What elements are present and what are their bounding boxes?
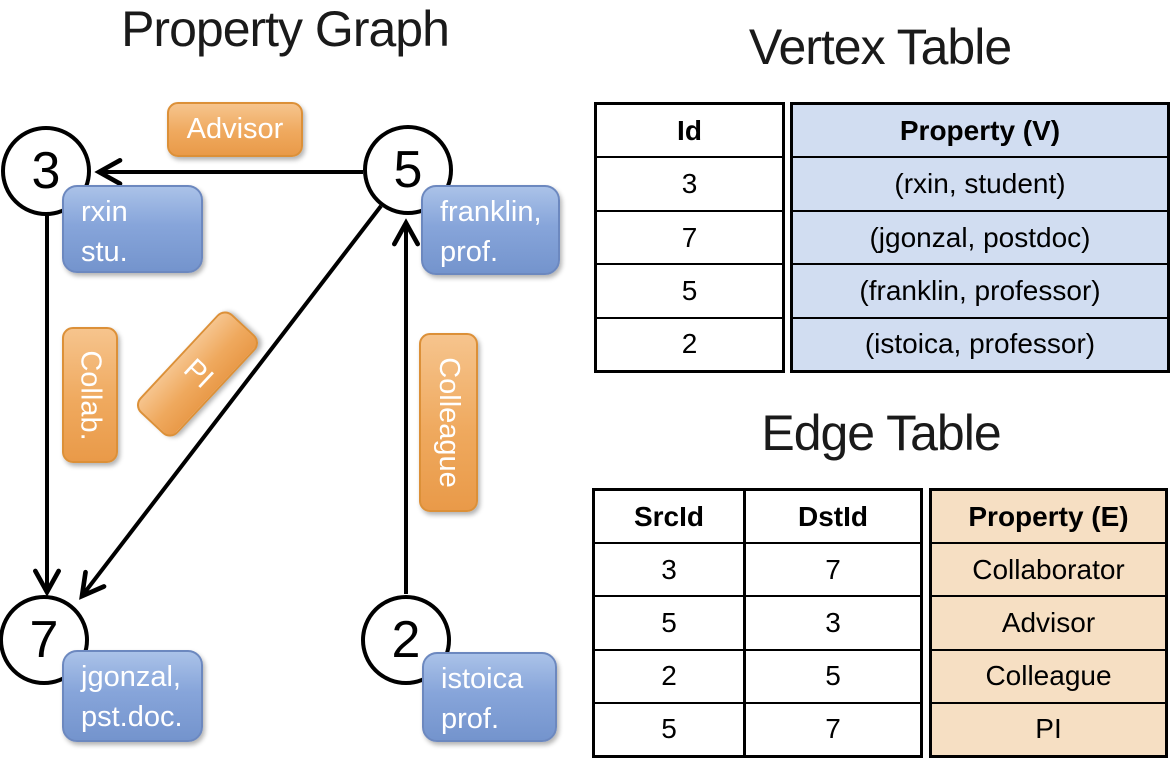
vertex-table-id-column: Id 3 7 5 2: [594, 102, 785, 373]
edge-label-advisor: Advisor: [167, 102, 303, 157]
edge-table-src-cell: 5: [595, 701, 743, 755]
edge-label-text: Collab.: [74, 349, 107, 441]
edge-table-property-cell: Collaborator: [932, 542, 1165, 595]
vertex-table-property-cell: (istoica, professor): [793, 316, 1167, 370]
vertex-label-istoica: istoica prof.: [422, 652, 557, 742]
vertex-table-property-cell: (jgonzal, postdoc): [793, 209, 1167, 263]
edge-table-header-dstid: DstId: [798, 500, 868, 532]
edge-table-property-cell: Colleague: [932, 648, 1165, 702]
graph-node-5: 5: [363, 125, 453, 215]
node-2-id: 2: [391, 611, 421, 669]
edge-table-dst-cell: 3: [746, 595, 920, 648]
edge-table-header-property: Property (E): [968, 500, 1129, 532]
vertex-table-header-id: Id: [677, 114, 702, 146]
vertex-label-line: jgonzal,: [81, 661, 181, 693]
edge-table-property-column: Property (E) Collaborator Advisor Collea…: [929, 488, 1168, 758]
edge-table-property-cell: PI: [932, 701, 1165, 755]
vertex-label-line: prof.: [441, 703, 500, 735]
vertex-table-property-cell: (franklin, professor): [793, 263, 1167, 316]
vertex-label-line: pst.doc.: [81, 701, 183, 733]
graph-node-3: 3: [1, 126, 91, 216]
vertex-label-line: istoica: [441, 663, 524, 695]
property-graph-title: Property Graph: [121, 1, 450, 57]
vertex-label-franklin: franklin, prof.: [421, 185, 560, 275]
vertex-table-id-cell: 5: [597, 263, 782, 316]
edge-table-src-cell: 5: [595, 595, 743, 648]
edge-table-id-columns: SrcId 3 5 2 5 DstId 7 3 5 7: [592, 488, 923, 758]
edge-table-title: Edge Table: [761, 405, 1001, 461]
edge-table-dst-cell: 7: [746, 542, 920, 595]
vertex-table-header-property: Property (V): [899, 114, 1061, 146]
vertex-table-id-cell: 2: [597, 316, 782, 370]
edge-table-src-cell: 2: [595, 648, 743, 702]
edge-table-property-cell: Advisor: [932, 595, 1165, 648]
edge-table-src-cell: 3: [595, 542, 743, 595]
edge-label-colleague: Colleague: [419, 333, 478, 512]
edge-label-collab: Collab.: [62, 327, 118, 463]
vertex-label-jgonzal: jgonzal, pst.doc.: [62, 650, 203, 742]
vertex-label-line: rxin: [81, 196, 128, 228]
vertex-table-property-cell: (rxin, student): [793, 156, 1167, 209]
edge-label-text: PI: [176, 352, 219, 395]
vertex-table-id-cell: 3: [597, 156, 782, 209]
vertex-table-property-column: Property (V) (rxin, student) (jgonzal, p…: [790, 102, 1170, 373]
edge-table-dst-cell: 5: [746, 648, 920, 702]
node-3-id: 3: [31, 142, 61, 200]
vertex-label-line: prof.: [440, 236, 499, 268]
edge-label-text: Advisor: [186, 113, 284, 145]
vertex-label-rxin: rxin stu.: [62, 185, 203, 273]
vertex-table-title: Vertex Table: [748, 19, 1012, 75]
edge-label-text: Colleague: [433, 357, 466, 488]
edge-table-header-srcid: SrcId: [633, 500, 705, 532]
vertex-table-id-cell: 7: [597, 209, 782, 263]
edge-label-pi: PI: [132, 306, 263, 442]
edge-table-dst-cell: 7: [746, 701, 920, 755]
vertex-label-line: stu.: [81, 236, 128, 268]
node-5-id: 5: [393, 141, 423, 199]
vertex-label-line: franklin,: [440, 196, 542, 228]
node-7-id: 7: [29, 611, 59, 669]
